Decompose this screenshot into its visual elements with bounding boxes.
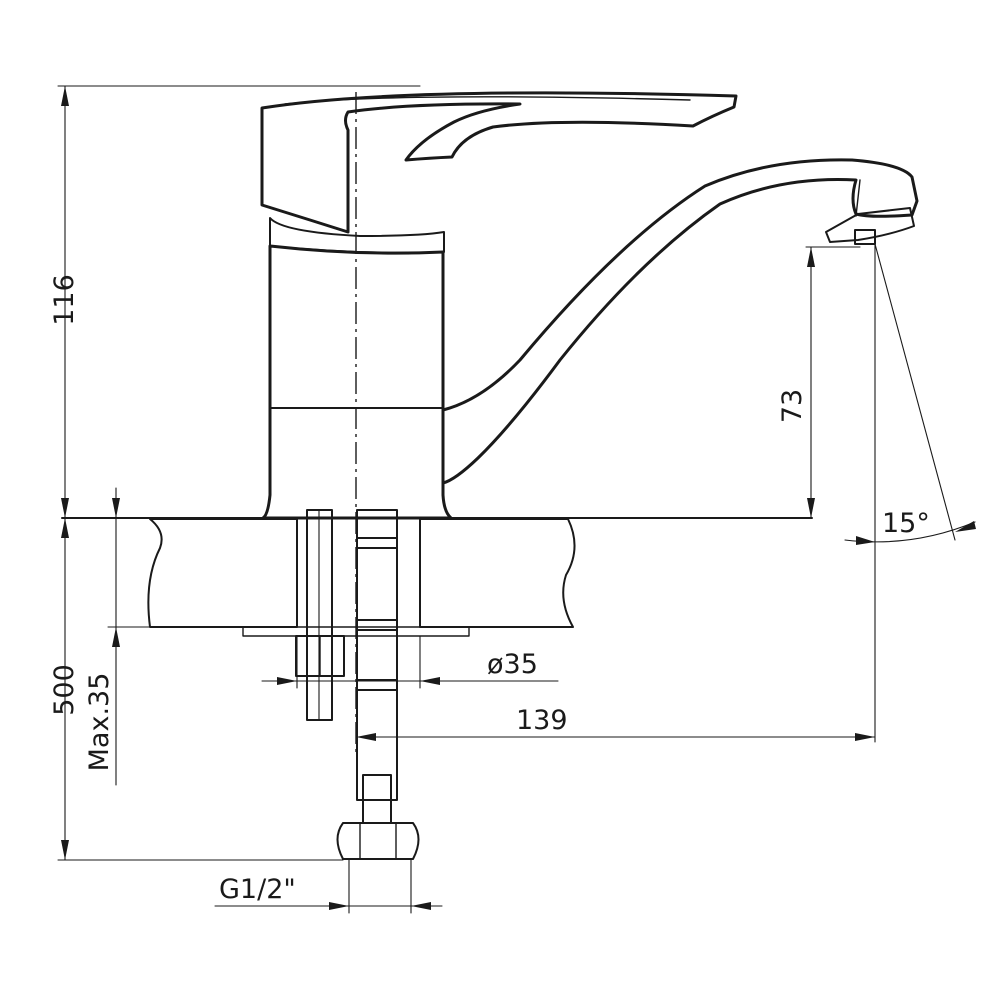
total-height-arrow-bottom [61, 498, 69, 518]
spout-height-arrow-top [807, 247, 815, 267]
under-counter-assembly [295, 509, 420, 860]
max-thickness-label: Max.35 [84, 673, 115, 772]
angle-arrow-left [856, 536, 875, 545]
hose-collar-mid [356, 619, 398, 631]
spout-reach-arrow-right [855, 733, 875, 741]
hole-diameter-arrow-left [277, 677, 297, 685]
countertop-section [61, 517, 813, 637]
body-cylinder [261, 244, 453, 520]
faucet-body [260, 91, 919, 520]
hole-diameter-arrow-right [420, 677, 440, 685]
hose-collar-top [356, 537, 398, 549]
countertop-right-block [419, 518, 576, 628]
countertop-left-block [147, 518, 298, 628]
spout-reach-label: 139 [516, 705, 568, 736]
max-thickness-arrow-bottom [112, 627, 120, 647]
total-height-arrow-top [61, 86, 69, 106]
angle-inclined-reference [874, 243, 956, 541]
spout [441, 158, 919, 485]
thread-arrow-left [329, 902, 349, 910]
hole-diameter-label: ø35 [487, 649, 538, 680]
aerator-housing [825, 207, 915, 243]
total-height-label: 116 [49, 274, 80, 326]
thread-arrow-right [411, 902, 431, 910]
spout-height-arrow-bottom [807, 498, 815, 518]
hose-length-label: 500 [49, 664, 80, 716]
spout-angle-label: 15° [882, 508, 930, 539]
spout-reach-arrow-left [356, 733, 376, 741]
lever-handle-inner-edge [284, 96, 691, 105]
dimension-lines: 116 500 Max.35 73 15° ø35 [49, 85, 976, 914]
connection-thread-label: G1/2" [219, 874, 296, 905]
spout-height-label: 73 [777, 389, 808, 423]
flexible-hose [356, 509, 398, 801]
aerator-nozzle [854, 229, 876, 245]
hose-collar-low [356, 679, 398, 691]
aerator-edge [855, 179, 861, 217]
max-thickness-arrow-top [112, 498, 120, 518]
hose-connection-nut [336, 822, 420, 860]
angle-arrow-right [955, 521, 976, 532]
lever-handle [260, 91, 738, 234]
hose-length-arrow-bottom [61, 840, 69, 860]
hose-length-arrow-top [61, 518, 69, 538]
